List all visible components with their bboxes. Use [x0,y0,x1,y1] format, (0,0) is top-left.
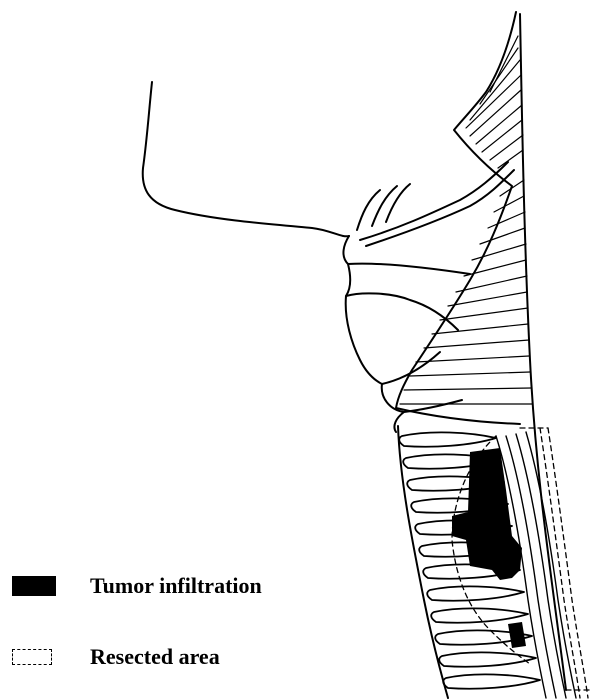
neck-muscle-outline [396,12,520,424]
hyoid-bone [343,236,470,296]
face-profile [143,82,349,236]
cricoid-cartilage [382,384,462,432]
legend-resected-area: Resected area [12,644,220,670]
thyroid-cartilage [346,293,458,384]
tumor-swatch [12,576,56,596]
resected-swatch [12,649,52,665]
resected-legend-label: Resected area [90,644,220,670]
hyoid-curves [357,184,410,230]
legend-tumor-infiltration: Tumor infiltration [12,573,262,599]
tumor-legend-label: Tumor infiltration [90,573,262,599]
muscle-hatching [400,36,532,404]
